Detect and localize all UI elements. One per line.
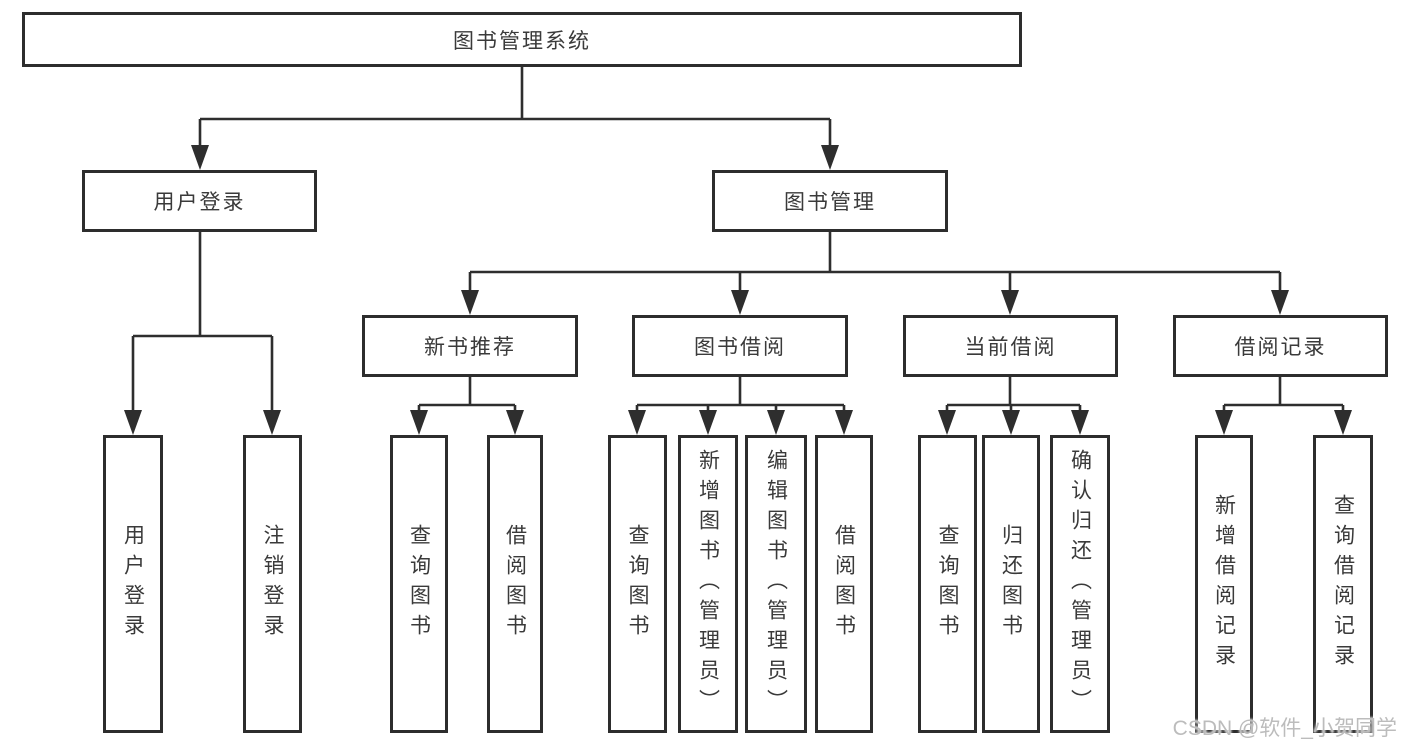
node-logout: 注销登录 [243,435,302,733]
node-book-borrowing: 图书借阅 [632,315,848,377]
node-user-login-leaf: 用户登录 [103,435,163,733]
arrowheads [124,145,1352,435]
node-borrow-books-borrow: 借阅图书 [815,435,873,733]
node-return-books: 归还图书 [982,435,1040,733]
arrow-down-icon [1271,290,1289,315]
node-query-borrow-record: 查询借阅记录 [1313,435,1373,733]
node-query-books-recommend: 查询图书 [390,435,448,733]
arrow-down-icon [191,145,209,170]
node-book-management: 图书管理 [712,170,948,232]
arrow-down-icon [1215,410,1233,435]
connector-current-borrow [945,377,1082,412]
arrow-down-icon [938,410,956,435]
node-new-book-recommendation: 新书推荐 [362,315,578,377]
node-edit-book-admin: 编辑图书（管理员） [745,435,807,733]
arrow-down-icon [1071,410,1089,435]
connector-book-management [468,232,1282,292]
node-borrowing-records: 借阅记录 [1173,315,1388,377]
arrow-down-icon [461,290,479,315]
connector-root [198,67,832,147]
arrow-down-icon [699,410,717,435]
arrow-down-icon [731,290,749,315]
arrow-down-icon [263,410,281,435]
arrow-down-icon [410,410,428,435]
watermark: CSDN @软件_小贺同学 [1172,717,1397,740]
node-query-books-borrow: 查询图书 [608,435,667,733]
node-current-borrowing: 当前借阅 [903,315,1118,377]
connector-new-book [417,377,517,412]
node-confirm-return-admin: 确认归还（管理员） [1050,435,1110,733]
node-add-book-admin: 新增图书（管理员） [678,435,738,733]
arrow-down-icon [124,410,142,435]
arrow-down-icon [506,410,524,435]
connector-book-borrow [635,377,846,412]
arrow-down-icon [1002,410,1020,435]
node-borrow-books-recommend: 借阅图书 [487,435,543,733]
connector-user-login [131,232,274,412]
arrow-down-icon [1334,410,1352,435]
node-library-system: 图书管理系统 [22,12,1022,67]
node-user-login: 用户登录 [82,170,317,232]
arrow-down-icon [767,410,785,435]
node-query-books-current: 查询图书 [918,435,977,733]
arrow-down-icon [1001,290,1019,315]
connector-borrow-records [1222,377,1345,412]
node-add-borrow-record: 新增借阅记录 [1195,435,1253,733]
arrow-down-icon [835,410,853,435]
arrow-down-icon [628,410,646,435]
arrow-down-icon [821,145,839,170]
